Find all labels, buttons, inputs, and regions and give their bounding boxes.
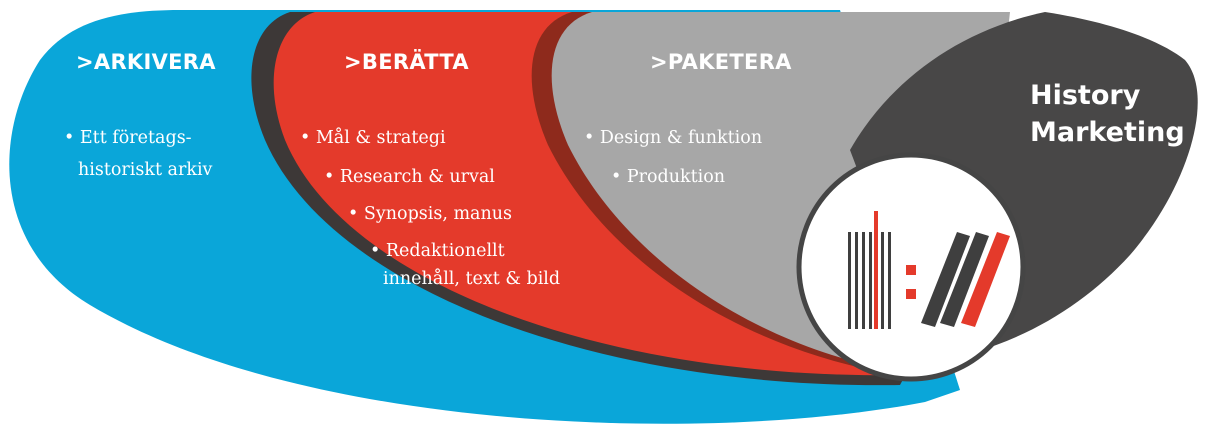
beratta-bullet: • Synopsis, manus	[348, 204, 512, 224]
arkivera-bullet: • Ett företags-	[64, 128, 192, 148]
brand-title-line1: History	[1030, 80, 1141, 111]
arkivera-heading: >ARKIVERA	[76, 50, 216, 74]
beratta-bullet: • Research & urval	[324, 167, 495, 187]
beratta-bullet: • Redaktionellt	[370, 241, 505, 261]
beratta-bullet-continued: innehåll, text & bild	[383, 269, 560, 289]
paketera-bullet: • Design & funktion	[584, 128, 762, 148]
paketera-bullet: • Produktion	[611, 167, 725, 187]
beratta-heading: >BERÄTTA	[344, 49, 469, 74]
history-marketing-logo-icon	[848, 211, 1010, 329]
brand-title-line2: Marketing	[1030, 117, 1185, 148]
paketera-heading: >PAKETERA	[650, 50, 792, 74]
beratta-bullet: • Mål & strategi	[300, 128, 446, 148]
arkivera-bullet-continued: historiskt arkiv	[78, 160, 213, 180]
